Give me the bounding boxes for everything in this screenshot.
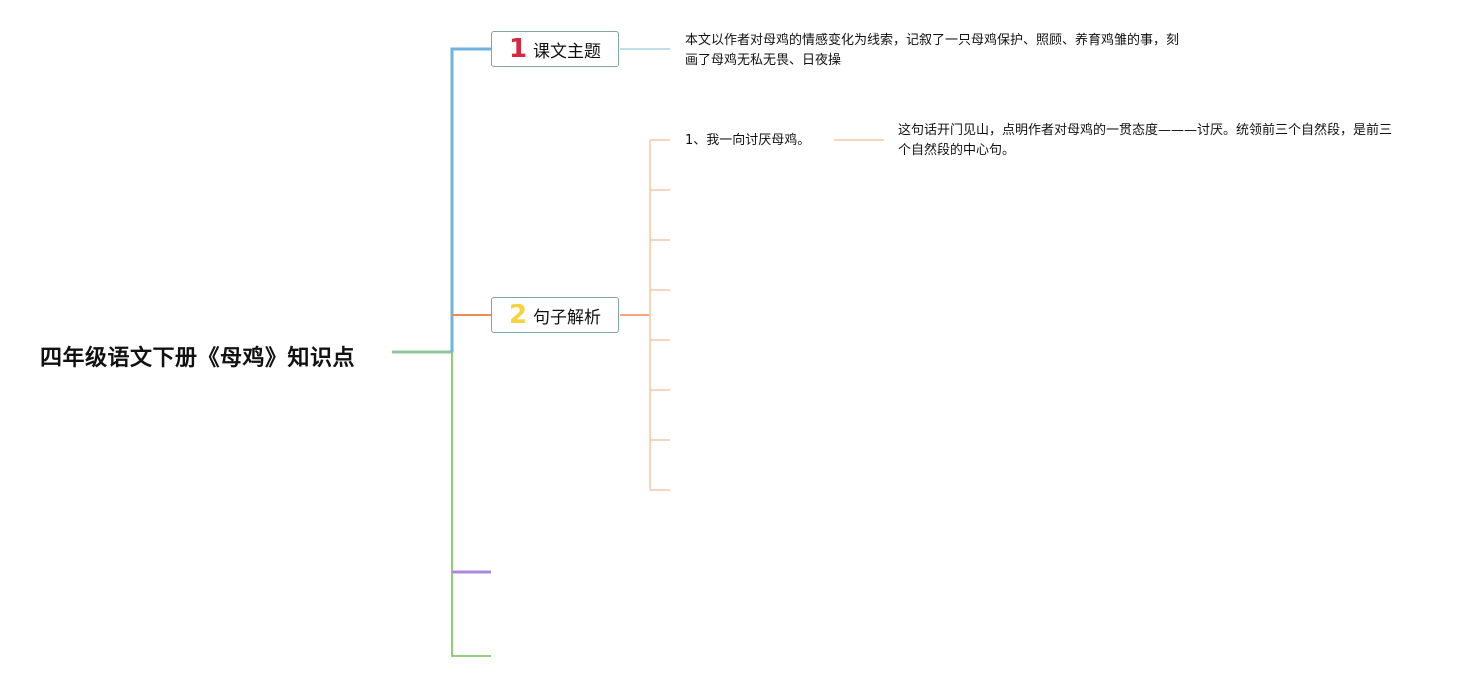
sentence-ticks <box>650 139 670 491</box>
branch4-connector <box>451 352 491 657</box>
theme-note[interactable]: 本文以作者对母鸡的情感变化为线索，记叙了一只母鸡保护、照顾、养育鸡雏的事，刻画了… <box>685 33 1180 68</box>
number-2-icon: 2 <box>508 300 528 330</box>
branch-label-sentences: 句子解析 <box>533 307 602 328</box>
branch-topic-theme[interactable]: 1 课文主题 <box>491 31 619 67</box>
number-1-icon: 1 <box>508 34 528 64</box>
sentence-1-note[interactable]: 这句话开门见山，点明作者对母鸡的一贯态度———讨厌。统领前三个自然段，是前三个自… <box>898 123 1393 158</box>
branch-label-theme: 课文主题 <box>533 41 602 62</box>
branch-topic-sentences[interactable]: 2 句子解析 <box>491 297 619 333</box>
root-title[interactable]: 四年级语文下册《母鸡》知识点 <box>40 346 356 371</box>
branch1-connector <box>450 47 491 352</box>
sentence-1-label[interactable]: 1、我一向讨厌母鸡。 <box>685 133 811 148</box>
